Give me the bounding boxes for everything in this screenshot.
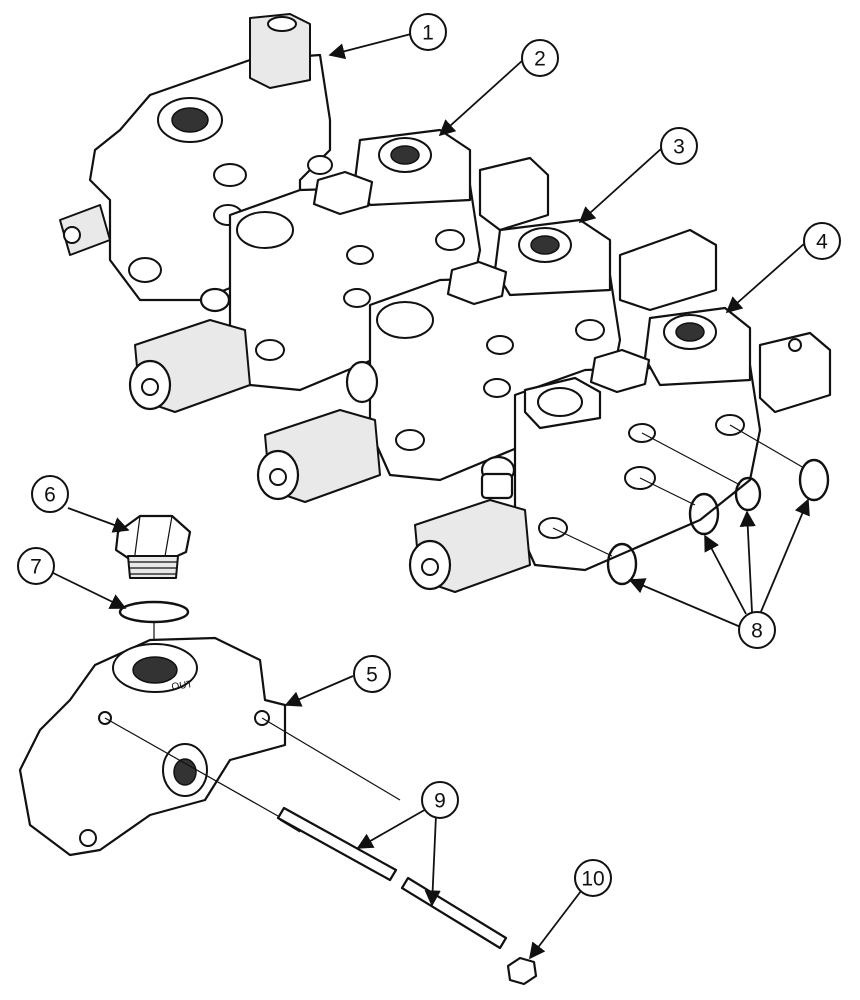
callout-4-label: 4 bbox=[816, 231, 828, 254]
o-ring-7 bbox=[118, 600, 190, 624]
callout-3-label: 3 bbox=[673, 136, 685, 159]
callout-2-label: 2 bbox=[534, 48, 546, 71]
callout-1-label: 1 bbox=[422, 22, 434, 45]
callout-6: 6 bbox=[31, 475, 69, 513]
callout-9: 9 bbox=[421, 781, 459, 819]
tie-rods bbox=[104, 717, 508, 950]
work-section-c bbox=[408, 306, 832, 593]
callout-4: 4 bbox=[803, 222, 841, 260]
callout-5: 5 bbox=[353, 655, 391, 693]
callout-7: 7 bbox=[17, 547, 55, 585]
port-stamp-out: OUT bbox=[171, 679, 193, 693]
leader-lines bbox=[46, 33, 810, 960]
callout-10: 10 bbox=[574, 859, 612, 897]
o-rings-8 bbox=[552, 424, 830, 586]
nut bbox=[506, 956, 538, 986]
callout-7-label: 7 bbox=[30, 556, 42, 579]
callout-3: 3 bbox=[660, 127, 698, 165]
plug bbox=[114, 514, 192, 579]
callout-2: 2 bbox=[521, 39, 559, 77]
callout-8: 8 bbox=[738, 611, 776, 649]
callout-1: 1 bbox=[409, 13, 447, 51]
callout-9-label: 9 bbox=[434, 790, 446, 813]
callout-5-label: 5 bbox=[366, 664, 378, 687]
callout-6-label: 6 bbox=[44, 484, 56, 507]
callout-8-label: 8 bbox=[751, 620, 763, 643]
callout-10-label: 10 bbox=[581, 868, 604, 891]
outlet-end-cover: OUT bbox=[18, 636, 287, 857]
